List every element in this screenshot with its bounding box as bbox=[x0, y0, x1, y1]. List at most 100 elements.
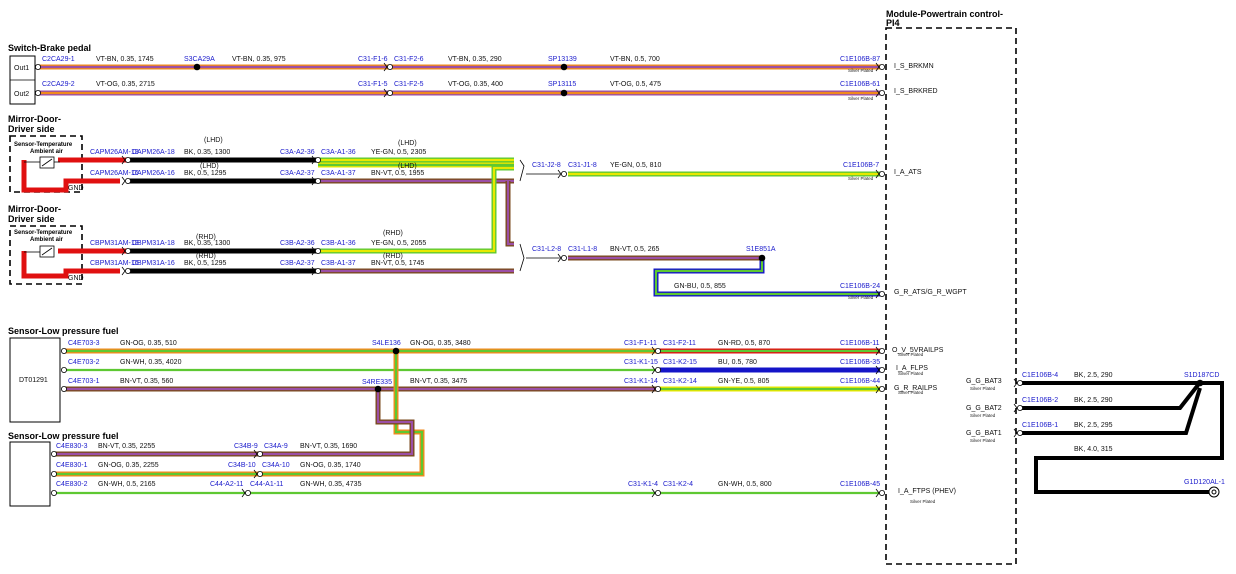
splice-label: S3CA29A bbox=[184, 56, 215, 63]
wire-label: VT-BN, 0.35, 975 bbox=[232, 56, 286, 63]
connector-pin bbox=[879, 170, 886, 177]
pin-label: C44-A1-11 bbox=[250, 481, 283, 488]
region-note: (RHD) bbox=[383, 230, 403, 237]
pin-label: CAPM26A-18 bbox=[132, 149, 175, 156]
plating-note: Silver Plated bbox=[848, 295, 874, 300]
section-brake-pedal: Switch-Brake pedal bbox=[8, 43, 91, 53]
splice-node bbox=[758, 254, 766, 262]
sensor-temp-b-title: Sensor-Temperature bbox=[14, 230, 73, 236]
sensor-temp-a-title: Sensor-Temperature bbox=[14, 142, 73, 148]
pin-label: CAPM26AM-16 bbox=[90, 170, 139, 177]
wire-label: GN-OG, 0.35, 510 bbox=[120, 340, 177, 347]
pin-label: C34A-10 bbox=[262, 462, 290, 469]
wire-label: GN-OG, 0.35, 3480 bbox=[410, 340, 471, 347]
connector-pin bbox=[51, 489, 58, 496]
sensor-temp-b-subtitle: Ambient air bbox=[30, 237, 64, 243]
pin-label: C31-J1-8 bbox=[568, 162, 597, 169]
connector-pin bbox=[125, 267, 132, 274]
connector-chevron bbox=[1013, 428, 1018, 438]
wire-label: BN-VT, 0.5, 265 bbox=[610, 246, 660, 253]
connector-chevron bbox=[875, 289, 880, 299]
signal-label: G_G_BAT3 bbox=[966, 378, 1002, 385]
splice-node bbox=[560, 63, 568, 71]
connector-pin bbox=[655, 347, 662, 354]
pin-label: C31-F2-11 bbox=[663, 340, 696, 347]
pin-label: C3B-A2-37 bbox=[280, 260, 315, 267]
connector-chevron bbox=[253, 469, 258, 479]
pin-label: C4E703-1 bbox=[68, 378, 100, 385]
wire-label: YE-GN, 0.5, 2055 bbox=[371, 240, 426, 247]
connector-pin bbox=[314, 156, 321, 163]
wire-layer bbox=[21, 64, 1224, 496]
pin-label: CBPM31AM-18 bbox=[90, 240, 139, 247]
wire-red-a-loop bbox=[21, 160, 120, 193]
wire-bnvt-drop bbox=[260, 389, 414, 456]
wire-bnvt-b-up bbox=[506, 181, 514, 246]
wire-label: VT-OG, 0.5, 475 bbox=[610, 81, 661, 88]
plating-note: Silver Plated bbox=[848, 176, 874, 181]
pin-label: C34B-10 bbox=[228, 462, 256, 469]
pin-label: C1E106B-11 bbox=[840, 340, 880, 347]
sensor-temp-b-box bbox=[9, 225, 83, 285]
pin-label: C31-L1-8 bbox=[568, 246, 597, 253]
signal-label: G_R_ATS/G_R_WGPT bbox=[894, 289, 967, 296]
connector-pin bbox=[51, 450, 58, 457]
connector-pin bbox=[125, 177, 132, 184]
connector-chevron bbox=[311, 246, 316, 256]
pin-label: C34A-9 bbox=[264, 443, 288, 450]
plating-note: Silver Plated bbox=[848, 68, 874, 73]
pin-label: C3B-A2-36 bbox=[280, 240, 315, 247]
ground-strap-2 bbox=[1020, 383, 1200, 410]
connector-pin bbox=[61, 347, 68, 354]
signal-label: I_A_ATS bbox=[894, 169, 922, 176]
pin-label: C1E106B-45 bbox=[840, 481, 880, 488]
connector-pin bbox=[125, 247, 132, 254]
pin-label: CBPM31AM-16 bbox=[90, 260, 139, 267]
section-lpf-a: Sensor-Low pressure fuel bbox=[8, 326, 119, 336]
lpf-sensor-a-box bbox=[9, 337, 61, 423]
connector-pin bbox=[1017, 429, 1024, 436]
pin-label: C4E830-3 bbox=[56, 443, 88, 450]
connector-chevron bbox=[311, 266, 316, 276]
splice-node bbox=[560, 89, 568, 97]
connector-chevron bbox=[651, 488, 656, 498]
dt01291-label: DT01291 bbox=[19, 377, 48, 384]
plating-note: Silver Plated bbox=[910, 499, 936, 504]
splice-label: S4RE335 bbox=[362, 379, 392, 386]
connector-pin bbox=[655, 366, 662, 373]
wire-label: BN-VT, 0.35, 560 bbox=[120, 378, 173, 385]
connector-chevron bbox=[383, 62, 388, 72]
wire-label: GN-YE, 0.5, 805 bbox=[718, 378, 769, 385]
pin-label: C1E106B-2 bbox=[1022, 397, 1058, 404]
connector-chevron bbox=[121, 266, 126, 276]
wire-label: GN-RD, 0.5, 870 bbox=[718, 340, 770, 347]
pin-label: C4E703-2 bbox=[68, 359, 100, 366]
pin-label: C3B-A1-36 bbox=[321, 240, 356, 247]
connector-pin bbox=[256, 470, 263, 477]
pin-label: C1E106B-1 bbox=[1022, 422, 1058, 429]
connector-chevron bbox=[383, 88, 388, 98]
wire-label: VT-BN, 0.35, 1745 bbox=[96, 56, 154, 63]
gnd-b-label: GND bbox=[68, 275, 84, 282]
connector-pin bbox=[561, 254, 568, 261]
connector-pin bbox=[244, 489, 251, 496]
wire-label: GN-WH, 0.35, 4020 bbox=[120, 359, 182, 366]
pin-label: C1E106B-24 bbox=[840, 283, 880, 290]
splice-label: G1D120AL-1 bbox=[1184, 479, 1225, 486]
pin-label: C44-A2-11 bbox=[210, 481, 243, 488]
pin-label: C4E703-3 bbox=[68, 340, 100, 347]
splice-label: S1E851A bbox=[746, 246, 776, 253]
signal-label: G_R_RAILPS bbox=[894, 385, 938, 392]
connector-chevron bbox=[311, 176, 316, 186]
region-note: (LHD) bbox=[398, 140, 417, 147]
pin-label: C31-K1-15 bbox=[624, 359, 658, 366]
bracket-b bbox=[519, 243, 525, 272]
connector-chevron bbox=[1013, 403, 1018, 413]
connector-pin bbox=[879, 347, 886, 354]
wire-label: GN-WH, 0.5, 800 bbox=[718, 481, 772, 488]
wire-label: YE-GN, 0.5, 810 bbox=[610, 162, 661, 169]
wire-label: YE-GN, 0.5, 2305 bbox=[371, 149, 426, 156]
bracket-a bbox=[519, 159, 525, 182]
plating-note: Silver Plated bbox=[970, 438, 996, 443]
pin-out1: Out1 bbox=[14, 65, 29, 72]
